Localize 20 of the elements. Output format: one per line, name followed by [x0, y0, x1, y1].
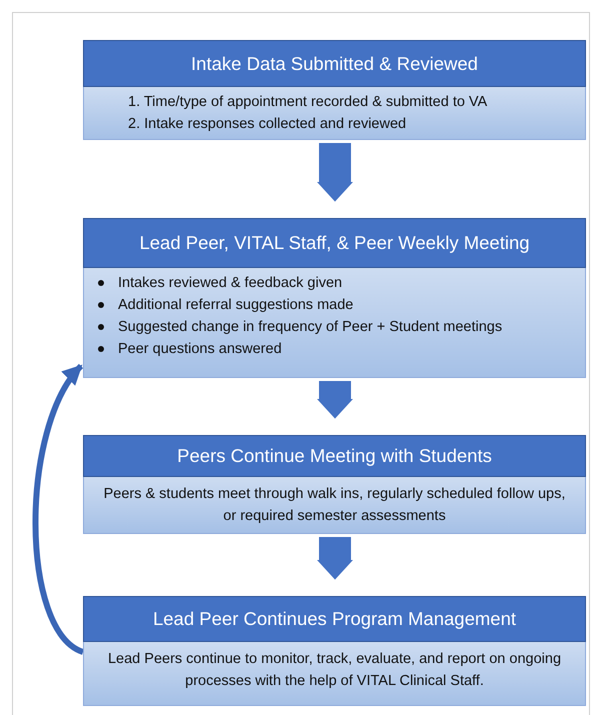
- numbered-item: 2. Intake responses collected and reviewed: [127, 115, 408, 134]
- bullet-item: Intakes reviewed & feedback given: [92, 272, 577, 294]
- description-text: Peers & students meet through walk ins, regularly scheduled follow ups, or required semester assessments: [102, 485, 566, 526]
- bullet-item: Suggested change in frequency of Peer + Student meetings: [92, 316, 577, 338]
- stage-heading: Intake Data Submitted & Reviewed: [83, 40, 586, 87]
- process-card: [83, 40, 586, 140]
- stage-heading: Lead Peer Continues Program Management: [83, 596, 586, 642]
- curved-arrow: [32, 364, 85, 655]
- process-card: [83, 596, 586, 706]
- bullet-item: Peer questions answered: [92, 338, 577, 360]
- bullet-item: Additional referral suggestions made: [92, 294, 577, 316]
- process-card: [83, 218, 586, 378]
- block-arrow: [317, 537, 353, 580]
- stage-heading: Peers Continue Meeting with Students: [83, 435, 586, 477]
- stage-heading: Lead Peer, VITAL Staff, & Peer Weekly Meeting: [83, 218, 586, 268]
- block-arrow: [317, 381, 353, 419]
- description-text: Lead Peers continue to monitor, track, evaluate, and report on ongoing processes with the help of VITAL Clinical Staff.: [106, 650, 562, 691]
- process-card: [83, 435, 586, 534]
- numbered-item: 1. Time/type of appointment recorded & submitted to VA: [127, 93, 488, 112]
- block-arrow: [317, 143, 353, 202]
